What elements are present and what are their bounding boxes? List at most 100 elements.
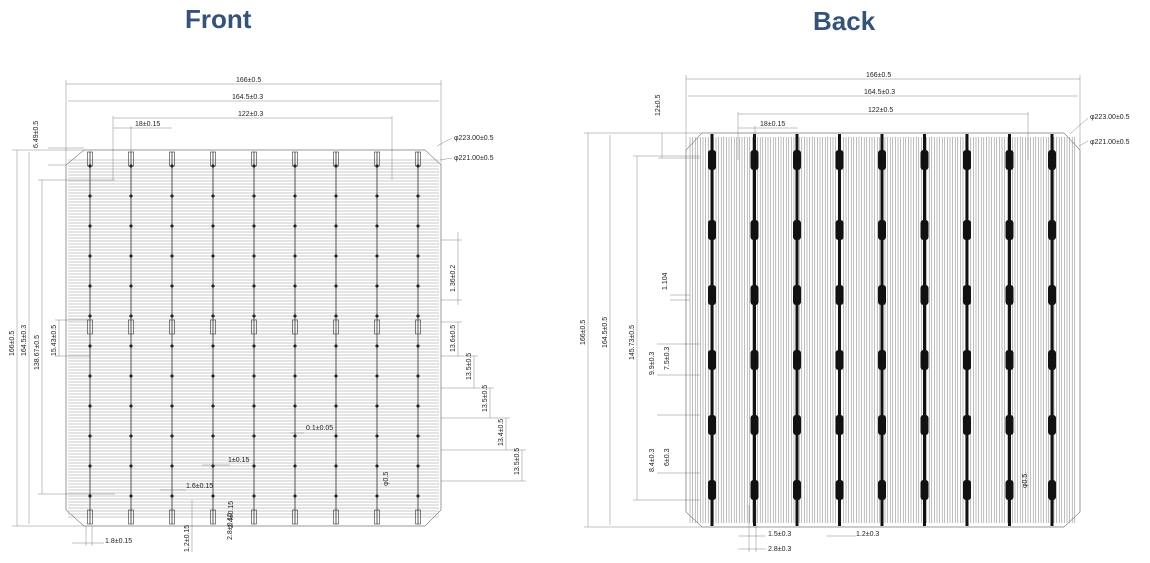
front-solder-dot [211, 164, 215, 168]
front-dimensions: 166±0.5 164.5±0.3 122±0.3 18±0.15 φ223.0… [9, 77, 526, 552]
front-solder-dot [252, 224, 256, 228]
front-solder-dot [375, 164, 379, 168]
front-solder-dot [129, 374, 133, 378]
front-solder-dot [211, 464, 215, 468]
front-solder-dot [416, 194, 420, 198]
back-solder-pad [1048, 480, 1056, 500]
back-busbars [710, 134, 1054, 526]
front-solder-dot [293, 314, 297, 318]
front-bottom-w3: 2.8±0.15 [227, 513, 234, 540]
front-edge-gap: 6.49±0.5 [33, 121, 40, 148]
back-solder-pad [708, 415, 716, 435]
front-solder-dot [252, 434, 256, 438]
front-solder-dot [252, 194, 256, 198]
front-solder-dot [170, 194, 174, 198]
back-cell-outline [685, 132, 1081, 528]
front-solder-dot [375, 494, 379, 498]
front-solder-dot [211, 284, 215, 288]
front-solder-dot [170, 344, 174, 348]
back-pad-gap-4: 6±0.3 [664, 448, 671, 466]
front-solder-dot [129, 494, 133, 498]
front-solder-dot [293, 494, 297, 498]
back-solder-pad [920, 415, 929, 435]
front-solder-dot [334, 314, 338, 318]
back-solder-pad [793, 350, 801, 370]
front-solder-dot [129, 254, 133, 258]
front-height-inner: 164.5±0.3 [21, 325, 28, 356]
front-solder-dot [334, 254, 338, 258]
back-diag-inner: φ221.00±0.5 [1090, 139, 1130, 146]
back-diag-outer: φ223.00±0.5 [1090, 114, 1130, 121]
front-solder-dot [129, 194, 133, 198]
front-end-pad [210, 319, 216, 335]
front-solder-dot [88, 404, 92, 408]
back-pad-dia: φ0.5 [1022, 474, 1029, 488]
front-end-pad [87, 509, 93, 525]
back-pad-gap-1: 9.9±0.3 [649, 352, 656, 375]
back-solder-pad [793, 220, 801, 240]
front-end-pad [210, 509, 216, 525]
front-solder-dot [375, 224, 379, 228]
back-solder-pad [963, 415, 971, 435]
front-end-pad [251, 509, 257, 525]
back-solder-pad [835, 415, 844, 435]
back-solder-pad [708, 220, 716, 240]
front-solder-dot [293, 464, 297, 468]
back-solder-pad [750, 350, 759, 370]
back-solder-pad [963, 220, 971, 240]
front-solder-dot [88, 314, 92, 318]
back-solder-pad [793, 285, 801, 305]
back-solder-pad [708, 285, 716, 305]
front-pad-w1: 1±0.15 [228, 457, 249, 464]
back-solder-pad [708, 150, 716, 170]
back-solder-pad [793, 415, 801, 435]
back-solder-pad [878, 415, 886, 435]
front-solder-dot [252, 314, 256, 318]
front-diag-inner: φ221.00±0.5 [454, 155, 494, 162]
front-fingers [68, 159, 439, 518]
front-solder-dot [252, 494, 256, 498]
front-solder-dot [416, 314, 420, 318]
back-busbar-length: 145.73±0.5 [629, 325, 636, 360]
back-bottom-w2: 1.2±0.3 [856, 531, 879, 538]
front-solder-dot [129, 284, 133, 288]
front-solder-dot [211, 344, 215, 348]
back-solder-pad [1005, 480, 1014, 500]
back-solder-pad [878, 220, 886, 240]
back-solder-pad [835, 220, 844, 240]
front-solder-dot [211, 224, 215, 228]
front-bottom-w1: 1.8±0.15 [105, 538, 132, 545]
front-solder-dot [416, 224, 420, 228]
front-solder-dot [334, 494, 338, 498]
back-solder-pad [963, 480, 971, 500]
front-end-pad [333, 509, 339, 525]
front-solder-dot [211, 434, 215, 438]
back-solder-pad [1048, 415, 1056, 435]
front-solder-dot [293, 254, 297, 258]
front-finger-width: 0.1±0.05 [306, 425, 333, 432]
front-solder-dot [416, 374, 420, 378]
back-solder-pad [835, 285, 844, 305]
front-cell [65, 149, 442, 527]
back-solder-pad [878, 150, 886, 170]
front-end-pad [128, 319, 134, 335]
back-height-inner: 164.5±0.5 [602, 317, 609, 348]
front-solder-dot [334, 194, 338, 198]
front-width-outer: 166±0.5 [236, 77, 261, 84]
front-solder-dot [334, 164, 338, 168]
back-solder-pad [1005, 285, 1014, 305]
front-solder-dot [375, 464, 379, 468]
front-solder-dot [334, 284, 338, 288]
back-solder-pad [793, 150, 801, 170]
back-solder-pad [963, 350, 971, 370]
front-pad-len: 2.4±0.15 [228, 501, 235, 528]
back-finger-pitch: 1.104 [662, 272, 669, 290]
back-solder-pad [920, 350, 929, 370]
front-solder-dot [416, 434, 420, 438]
front-solder-dot [293, 434, 297, 438]
back-solder-pad [750, 415, 759, 435]
back-title: Back [813, 6, 876, 36]
front-solder-dot [211, 194, 215, 198]
back-height-outer: 166±0.5 [580, 320, 587, 345]
